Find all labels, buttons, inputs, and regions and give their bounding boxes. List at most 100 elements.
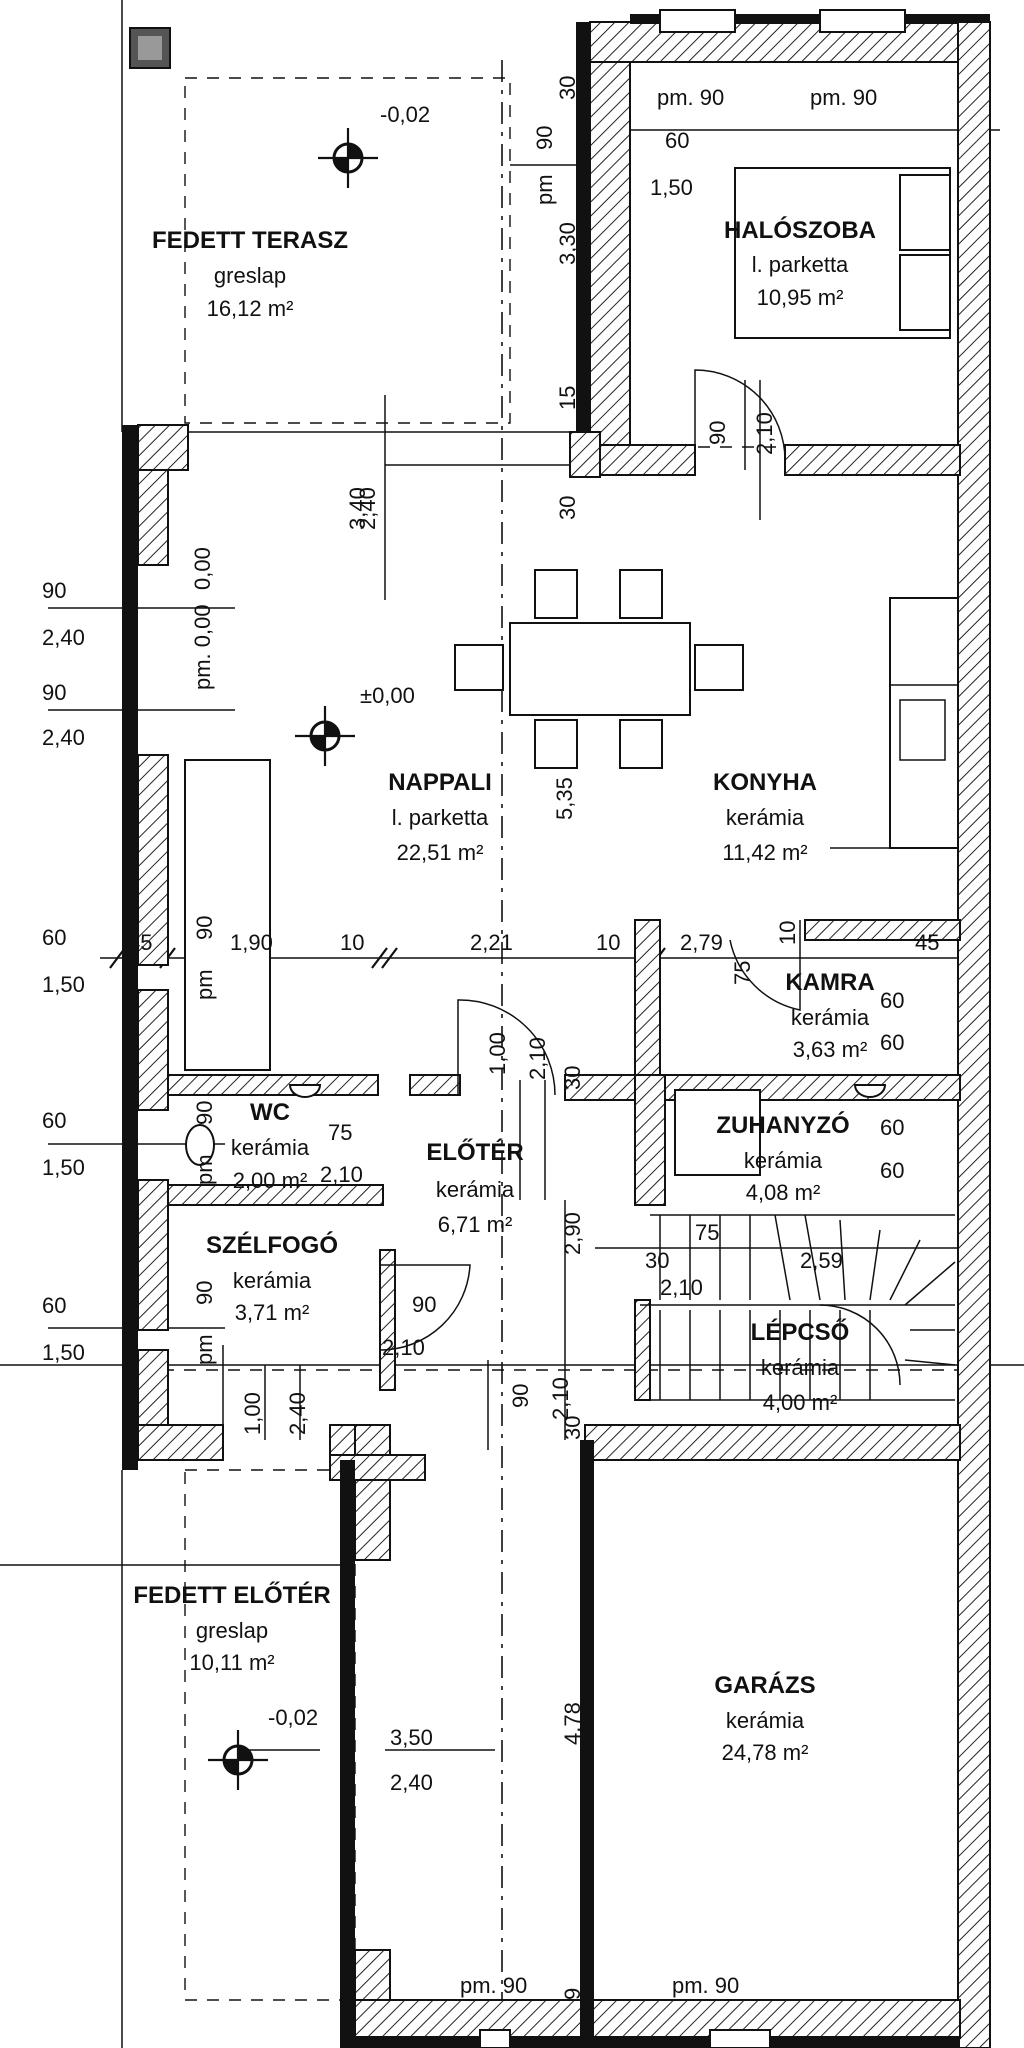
dim-label: 90 <box>192 1101 217 1125</box>
room-area: 3,71 m² <box>235 1300 310 1325</box>
dim-label: 60 <box>42 1293 66 1318</box>
room-area: 3,63 m² <box>793 1037 868 1062</box>
dim-label: 2,40 <box>42 625 85 650</box>
room-name: HALÓSZOBA <box>724 216 876 244</box>
dim-label: 5,35 <box>552 777 577 820</box>
dim-label: 15 <box>555 386 580 410</box>
doors <box>222 369 801 1460</box>
room-label-shower: ZUHANYZÓ kerámia 4,08 m² <box>716 1111 849 1205</box>
room-area: 10,11 m² <box>189 1650 274 1675</box>
dim-label: 90 <box>705 421 730 445</box>
room-area: 10,95 m² <box>757 285 844 310</box>
dim-label: 2,40 <box>355 487 380 530</box>
room-material: kerámia <box>231 1135 310 1160</box>
dim-label: 1,50 <box>42 1340 85 1365</box>
dim-label: 60 <box>880 988 904 1013</box>
dim-label: 90 <box>42 578 66 603</box>
dim-label: 1,00 <box>485 1032 510 1075</box>
room-name: NAPPALI <box>388 769 492 796</box>
dim-label: 90 <box>508 1384 533 1408</box>
dim-label: pm. 90 <box>810 85 877 110</box>
dim-label: 3,50 <box>390 1725 433 1750</box>
room-material: l. parketta <box>752 252 849 277</box>
dim-label: 4,78 <box>560 1702 585 1745</box>
dim-label: 2,10 <box>525 1037 550 1080</box>
dim-label: pm <box>532 174 557 205</box>
dim-label: 2,10 <box>320 1162 363 1187</box>
dim-label: 2,40 <box>42 725 85 750</box>
room-label-hall: ELŐTÉR kerámia 6,71 m² <box>426 1138 523 1237</box>
room-label-pantry: KAMRA kerámia 3,63 m² <box>785 969 874 1062</box>
dim-label: 75 <box>695 1220 719 1245</box>
room-label-garage: GARÁZS kerámia 24,78 m² <box>714 1671 815 1765</box>
dim-label: 30 <box>560 1066 585 1090</box>
dim-label: 2,90 <box>560 1212 585 1255</box>
room-name: GARÁZS <box>714 1671 815 1699</box>
dim-label: 3,40 <box>345 487 370 530</box>
dim-label: 75 <box>328 1120 352 1145</box>
dim-label: 2,40 <box>285 1392 310 1435</box>
room-material: kerámia <box>791 1005 870 1030</box>
dim-label: pm. 0,00 <box>190 604 215 690</box>
room-material: kerámia <box>744 1148 823 1173</box>
room-material: greslap <box>214 263 286 288</box>
room-name: KONYHA <box>713 769 817 796</box>
dim-label: 10 <box>596 930 620 955</box>
dim-label: 10 <box>340 930 364 955</box>
dim-label: 60 <box>880 1030 904 1055</box>
dim-label: 1,50 <box>42 972 85 997</box>
room-material: kerámia <box>233 1268 312 1293</box>
dim-label: 30 <box>555 76 580 100</box>
room-area: 4,00 m² <box>763 1390 838 1415</box>
room-material: kerámia <box>436 1177 515 1202</box>
level-marker-living <box>295 706 355 766</box>
dim-label: pm. 90 <box>657 85 724 110</box>
room-label-wc: WC kerámia 2,00 m² <box>231 1099 310 1193</box>
room-material: l. parketta <box>392 805 489 830</box>
room-area: 16,12 m² <box>207 296 294 321</box>
dim-label: 60 <box>665 128 689 153</box>
dim-label: 30 <box>560 1416 585 1440</box>
room-material: kerámia <box>726 1708 805 1733</box>
room-name: LÉPCSŐ <box>751 1318 850 1346</box>
dim-label: 45 <box>915 930 939 955</box>
kitchen-counter <box>889 597 959 849</box>
dim-label: 2,59 <box>800 1248 843 1273</box>
dining-table <box>509 622 691 716</box>
dim-label: pm <box>192 1154 217 1185</box>
dim-label: 2,10 <box>548 1377 573 1420</box>
room-material: kerámia <box>726 805 805 830</box>
room-label-vestibule: SZÉLFOGÓ kerámia 3,71 m² <box>206 1231 338 1325</box>
level-value: ±0,00 <box>360 683 415 708</box>
dim-label: 2,21 <box>470 930 513 955</box>
dim-label: 60 <box>880 1158 904 1183</box>
dim-label: 2,10 <box>382 1335 425 1360</box>
dim-label: 90 <box>42 680 66 705</box>
level-value: -0,02 <box>380 102 430 127</box>
dim-label: 30 <box>555 496 580 520</box>
room-label-living: NAPPALI l. parketta 22,51 m² ±0,00 <box>360 683 492 865</box>
level-value: -0,02 <box>268 1705 318 1730</box>
dimensions: pm. 90 pm. 90 60 1,50 pm 90 30 3,30 15 3… <box>42 76 939 2000</box>
room-label-terrace: FEDETT TERASZ greslap 16,12 m² -0,02 <box>152 102 430 321</box>
room-material: greslap <box>196 1618 268 1643</box>
dim-label: 2,10 <box>752 412 777 455</box>
room-label-bedroom: HALÓSZOBA l. parketta 10,95 m² <box>724 216 876 310</box>
room-name: KAMRA <box>785 969 874 996</box>
dim-label: 1,50 <box>42 1155 85 1180</box>
room-area: 4,08 m² <box>746 1180 821 1205</box>
dim-label: 90 <box>412 1292 436 1317</box>
dim-label: 75 <box>730 961 755 985</box>
dim-label: 2,40 <box>390 1770 433 1795</box>
dim-label: 9 <box>560 1988 585 2000</box>
room-area: 22,51 m² <box>397 840 484 865</box>
room-label-kitchen: KONYHA kerámia 11,42 m² <box>713 769 817 865</box>
dim-label: 60 <box>42 1108 66 1133</box>
room-area: 2,00 m² <box>233 1168 308 1193</box>
dim-label: 1,50 <box>650 175 693 200</box>
level-marker-terrace <box>318 128 378 188</box>
dim-label: pm <box>192 969 217 1000</box>
room-area: 11,42 m² <box>722 840 807 865</box>
dim-label: pm. 90 <box>460 1973 527 1998</box>
room-name: FEDETT ELŐTÉR <box>133 1581 330 1609</box>
